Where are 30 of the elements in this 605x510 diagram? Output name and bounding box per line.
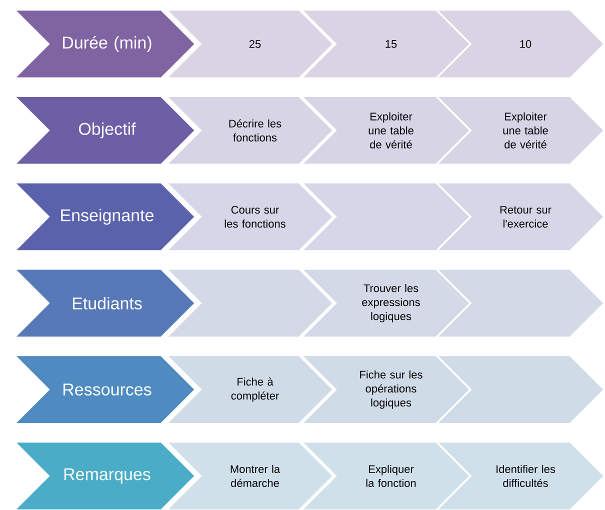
table-cell: Exploiter une table de vérité [436,96,605,165]
table-cell: Fiche sur les opérations logiques [300,354,471,424]
table-cell: Expliquer la fonction [300,441,471,510]
node-label: Identifier les difficultés [496,464,556,488]
table-cell: Cours sur les fonctions [166,182,334,252]
table-cell: 10 [436,9,605,79]
row-header-cell: Remarques [14,441,196,510]
table-cell [436,268,605,338]
row-header-cell: Etudiants [14,268,196,338]
table-cell [300,182,471,252]
table-cell [436,354,605,424]
table-cell: 25 [166,9,334,79]
table-cell: Exploiter une table de vérité [300,96,471,165]
table-cell: Fiche à compléter [166,354,334,424]
node-label: Exploiter une table de vérité [503,112,548,148]
node-label: Retour sur l'exercice [500,206,552,228]
table-cell: Trouver les expressions logiques [300,268,471,338]
table-cell: Identifier les difficultés [436,441,605,510]
row-header-cell: Durée (min) [14,9,196,79]
node-label: Montrer la démarche [230,464,280,488]
row-header-cell: Objectif [14,96,196,165]
row-header-cell: Ressources [14,354,196,424]
table-cell [166,268,334,338]
table-cell: Montrer la démarche [166,441,334,510]
table-cell: Décrire les fonctions [166,96,334,165]
table-cell: 15 [300,9,471,79]
row-header-cell: Enseignante [14,182,196,252]
table-cell: Retour sur l'exercice [436,182,605,252]
node-label: 10 [520,40,532,48]
node-label: Expliquer la fonction [366,464,416,488]
